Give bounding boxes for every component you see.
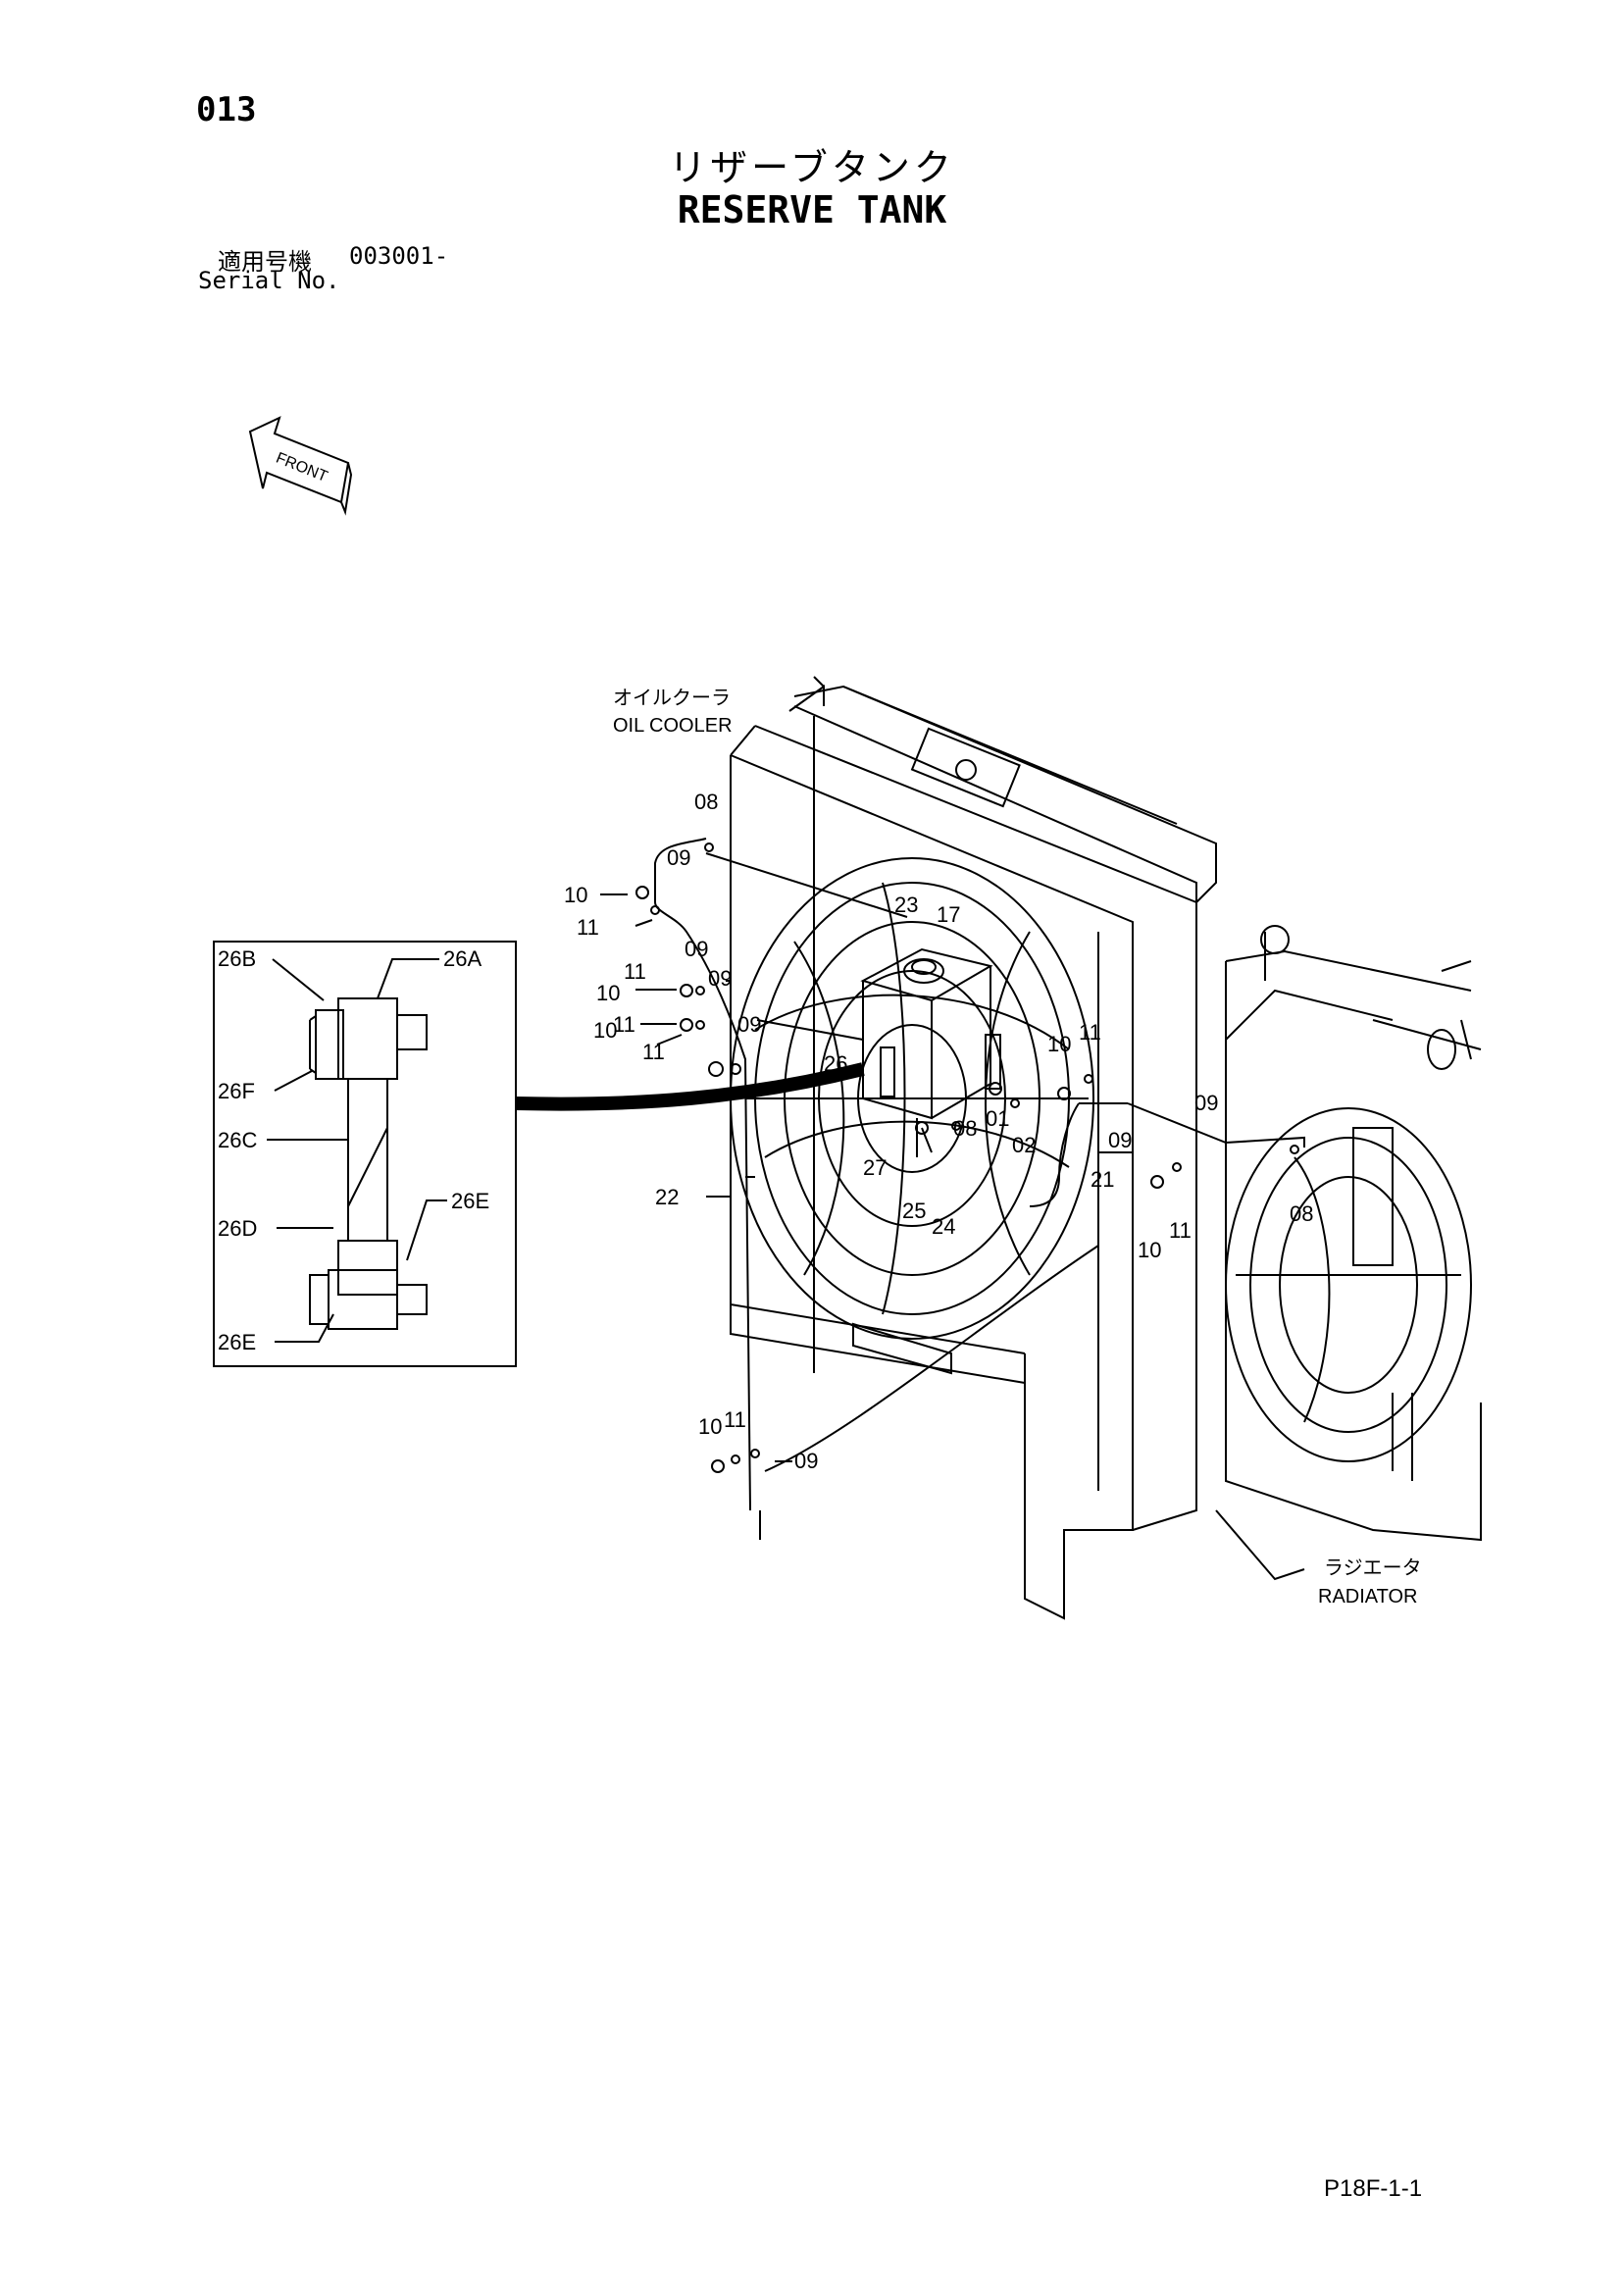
callout-part: 08: [1290, 1201, 1313, 1226]
callout-part: 11: [642, 1040, 665, 1064]
callout-26e-bottom: 26E: [218, 1330, 256, 1354]
oil-cooler-fan: [730, 857, 1094, 1340]
page-title-en: RESERVE TANK: [677, 188, 947, 231]
callout-part: 09: [667, 845, 690, 870]
serial-value: 003001-: [349, 242, 449, 270]
radiator-label-en: RADIATOR: [1318, 1586, 1418, 1607]
callout-part: 10: [564, 883, 587, 907]
callout-part: 11: [1169, 1218, 1192, 1243]
front-arrow-icon: [248, 416, 353, 516]
callout-26e-right: 26E: [451, 1189, 489, 1213]
callout-part: 10: [698, 1414, 722, 1439]
callout-part: 21: [1091, 1167, 1114, 1192]
callout-part: 11: [724, 1407, 746, 1432]
callout-part: 11: [624, 959, 646, 984]
callout-part: 26: [824, 1051, 847, 1076]
callout-part: 09: [737, 1012, 761, 1037]
hoses: [654, 838, 1305, 1540]
radiator-assembly: [1215, 925, 1482, 1581]
callout-part: 11: [577, 915, 599, 940]
callout-part: 11: [1079, 1020, 1101, 1045]
callout-part: 25: [902, 1199, 926, 1223]
detail-inset: [213, 941, 517, 1367]
callout-part: 10: [1138, 1238, 1161, 1262]
callout-part: 08: [953, 1116, 977, 1141]
callout-part: 10: [1047, 1032, 1071, 1056]
callout-part: 10: [593, 1018, 617, 1043]
footer-code: P18F-1-1: [1324, 2175, 1423, 2202]
callout-26b: 26B: [218, 946, 256, 971]
front-label: FRONT: [274, 450, 330, 485]
callout-part: 01: [986, 1106, 1009, 1131]
page-title-jp: リザーブタンク: [669, 146, 955, 189]
callout-part: 09: [1108, 1128, 1132, 1152]
oil-cooler-label-en: OIL COOLER: [613, 715, 733, 737]
callout-26c: 26C: [218, 1128, 257, 1152]
radiator-label-jp: ラジエータ: [1324, 1556, 1422, 1579]
serial-label-jp: 適用号機: [218, 248, 312, 276]
callout-part: 02: [1012, 1133, 1036, 1157]
callout-part: 09: [685, 937, 708, 961]
callout-part: 08: [694, 790, 718, 814]
callout-part: 27: [863, 1155, 887, 1180]
callout-part: 24: [932, 1214, 955, 1239]
callout-part: 23: [894, 893, 918, 917]
callout-part: 11: [613, 1012, 635, 1037]
oil-cooler-label-jp: オイルクーラ: [613, 687, 731, 709]
oil-cooler-assembly: [726, 676, 1217, 1620]
callout-part: 22: [655, 1185, 679, 1209]
callout-part: 09: [708, 966, 732, 991]
callout-part: 09: [794, 1449, 818, 1473]
callout-26d: 26D: [218, 1216, 257, 1241]
reserve-tank: [860, 947, 1001, 1157]
callout-26a: 26A: [443, 946, 482, 971]
callout-part: 17: [937, 902, 960, 927]
callout-part: 10: [596, 981, 620, 1005]
serial-label-en: Serial No.: [198, 267, 340, 294]
page-number: 013: [196, 90, 257, 129]
callout-26f: 26F: [218, 1079, 255, 1103]
callout-leaders: [600, 893, 1133, 1462]
callout-part: 09: [1194, 1091, 1218, 1115]
fasteners: [635, 842, 1299, 1473]
